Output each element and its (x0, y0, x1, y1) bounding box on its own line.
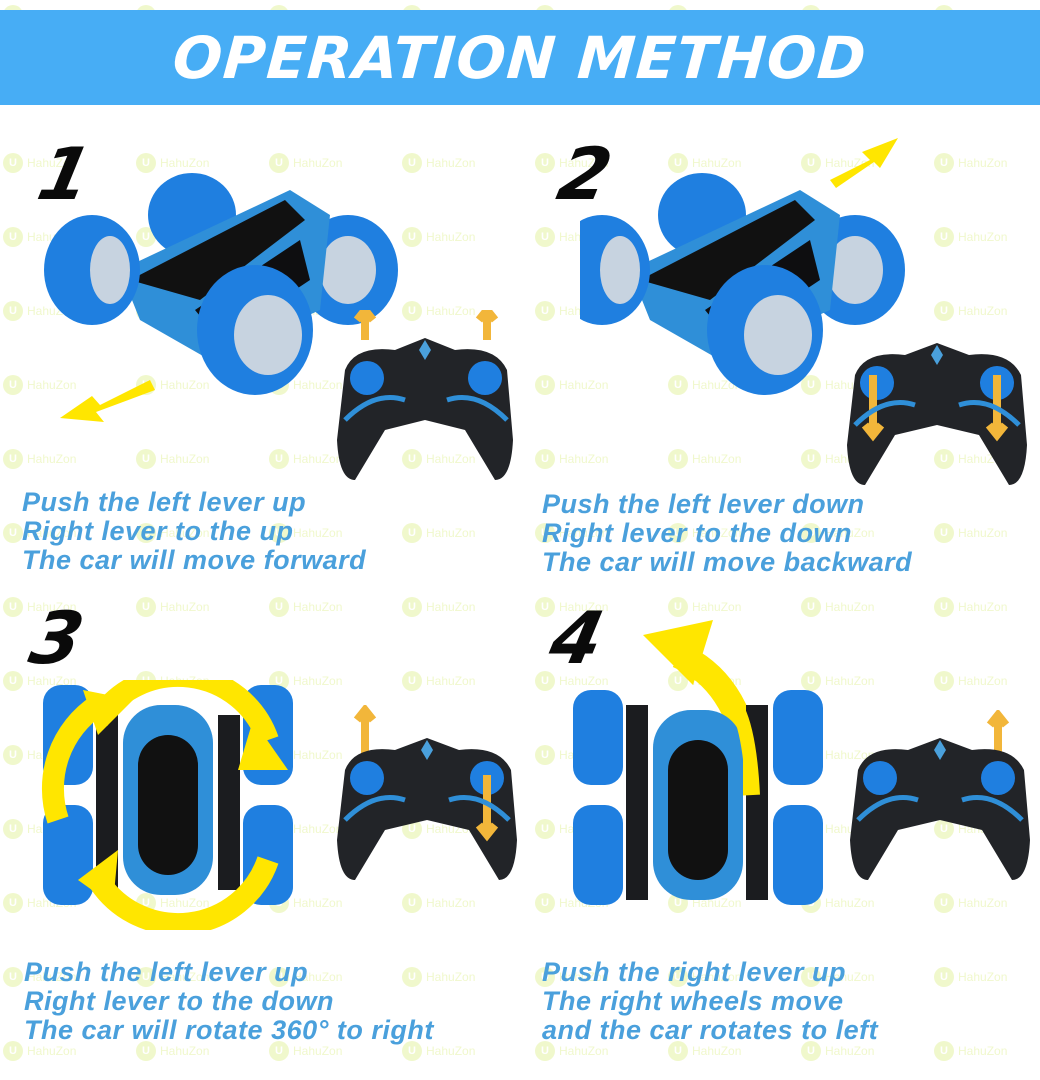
caption-line: The right wheels move (542, 986, 844, 1016)
caption-line: Right lever to the up (22, 516, 294, 546)
car-top-view-illustration (41, 680, 293, 930)
car-top-view-illustration (573, 620, 823, 905)
step-1-panel: 1 Push the left lever up Right lever to … (0, 120, 520, 600)
step-caption: Push the left lever up Right lever to th… (22, 488, 366, 575)
rotate-left-arrow-icon (643, 620, 713, 685)
right-lever-down-arrow-icon (985, 375, 1009, 442)
step-3-panel: 3 Push the left lever up Right lever to … (0, 590, 520, 1070)
left-lever-up-arrow-icon (353, 705, 377, 755)
forward-arrow-icon (60, 380, 155, 422)
car-side-view-illustration (580, 138, 905, 395)
remote-controller-illustration (337, 310, 513, 480)
caption-line: Push the left lever up (22, 487, 307, 517)
left-lever-down-arrow-icon (861, 375, 885, 442)
step-caption: Push the left lever down Right lever to … (542, 490, 912, 577)
remote-controller-illustration (850, 710, 1030, 880)
caption-line: The car will move forward (22, 545, 367, 575)
caption-line: Right lever to the down (24, 986, 335, 1016)
step-2-panel: 2 Push the left lever down Right lever t… (520, 120, 1040, 600)
rotate-clockwise-arrow-icon (238, 720, 288, 770)
step-caption: Push the right lever up The right wheels… (542, 958, 878, 1045)
caption-line: Push the left lever down (542, 489, 865, 519)
left-lever-up-arrow-icon (353, 310, 377, 340)
caption-line: Push the right lever up (542, 957, 847, 987)
caption-line: Push the left lever up (24, 957, 309, 987)
right-lever-up-arrow-icon (475, 310, 499, 340)
page-title: OPERATION METHOD (170, 23, 870, 92)
caption-line: and the car rotates to left (542, 1015, 879, 1045)
header-banner: OPERATION METHOD (0, 10, 1040, 105)
car-side-view-illustration (44, 173, 398, 422)
caption-line: Right lever to the down (542, 518, 853, 548)
step-number: 3 (23, 596, 92, 680)
caption-line: The car will move backward (542, 547, 913, 577)
backward-arrow-icon (830, 138, 898, 188)
remote-controller-illustration (337, 705, 517, 880)
step-4-panel: 4 Push the right lever up The right whee… (520, 590, 1040, 1070)
step-caption: Push the left lever up Right lever to th… (24, 958, 434, 1045)
caption-line: The car will rotate 360° to right (24, 1015, 434, 1045)
remote-controller-illustration (847, 343, 1027, 485)
